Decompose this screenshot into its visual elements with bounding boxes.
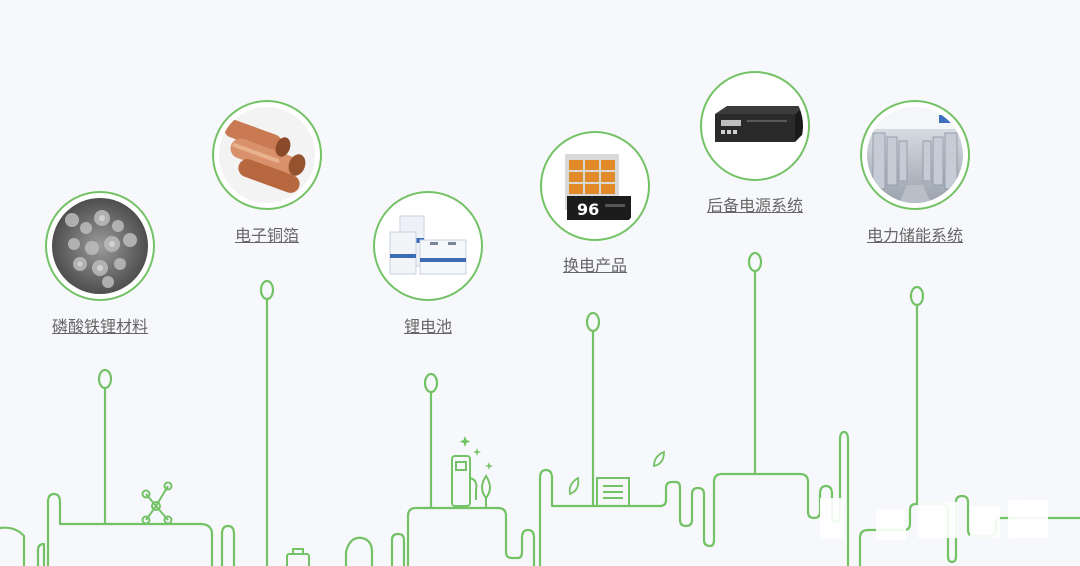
node-energy-storage[interactable] (860, 100, 970, 210)
node-lithium-battery[interactable] (373, 191, 483, 301)
molecule-icon (141, 481, 173, 525)
svg-text:96: 96 (577, 200, 599, 219)
lfp-powder-icon (52, 198, 148, 294)
sparkle-icon (459, 436, 493, 470)
node-lfp-material[interactable] (45, 191, 155, 301)
label-copper-foil[interactable]: 电子铜箔 (234, 228, 300, 245)
node-copper-foil[interactable] (212, 100, 322, 210)
charging-station-icon (451, 455, 491, 508)
copper-tube-icon (219, 107, 315, 203)
node-battery-swap[interactable]: 96 (540, 131, 650, 241)
lithium-battery-icon (380, 198, 476, 294)
document-icon (596, 477, 630, 507)
backup-power-unit-icon (707, 78, 803, 174)
battery-swap-cabinet-icon: 96 (547, 138, 643, 234)
label-backup-power[interactable]: 后备电源系统 (706, 198, 804, 215)
small-battery-icon (286, 548, 310, 566)
label-lfp-material[interactable]: 磷酸铁锂材料 (51, 319, 149, 336)
energy-storage-room-icon (867, 107, 963, 203)
leaf-icon (568, 450, 665, 496)
city-silhouette (820, 498, 1048, 540)
label-battery-swap[interactable]: 换电产品 (562, 258, 628, 275)
node-backup-power[interactable] (700, 71, 810, 181)
ground-outline (0, 430, 1080, 566)
label-energy-storage[interactable]: 电力储能系统 (866, 228, 964, 245)
label-lithium-battery[interactable]: 锂电池 (403, 319, 453, 336)
